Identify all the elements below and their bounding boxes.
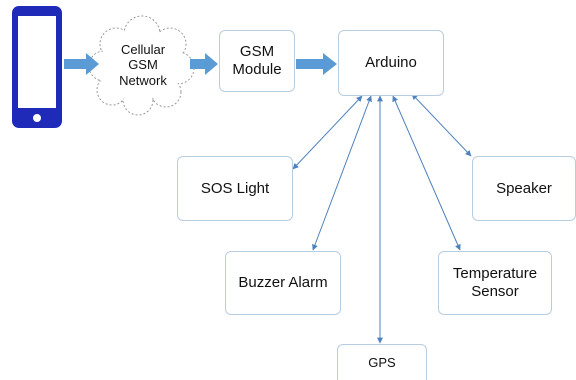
- connector-arduino-temperature: [392, 95, 461, 251]
- buzzer-alarm-node: Buzzer Alarm: [225, 251, 341, 315]
- sos-light-label: SOS Light: [200, 179, 270, 197]
- arrow-phone-to-cloud: [64, 53, 99, 75]
- cloud-node: Cellular GSM Network: [98, 24, 188, 106]
- arrow-gsm-to-arduino: [296, 53, 337, 75]
- sos-light-node: SOS Light: [177, 156, 293, 221]
- temperature-sensor-label: Temperature Sensor: [452, 265, 538, 300]
- gps-label: GPS: [368, 354, 396, 370]
- connector-arduino-sos: [292, 95, 363, 170]
- gps-node: GPS: [337, 344, 427, 380]
- arduino-node: Arduino: [338, 30, 444, 96]
- gsm-module-node: GSM Module: [219, 30, 295, 92]
- arduino-label: Arduino: [365, 54, 417, 71]
- connector-arduino-buzzer: [312, 95, 372, 251]
- cloud-fill: [90, 17, 193, 114]
- buzzer-alarm-label: Buzzer Alarm: [238, 274, 328, 291]
- temperature-sensor-node: Temperature Sensor: [438, 251, 552, 315]
- connector-arduino-speaker: [411, 93, 472, 157]
- gsm-module-label: GSM Module: [232, 43, 282, 78]
- arrow-cloud-to-gsm: [190, 53, 218, 75]
- cloud-node-label: Cellular GSM Network: [119, 41, 167, 88]
- speaker-label: Speaker: [496, 179, 552, 197]
- speaker-node: Speaker: [472, 156, 576, 221]
- smartphone-icon: [12, 6, 62, 128]
